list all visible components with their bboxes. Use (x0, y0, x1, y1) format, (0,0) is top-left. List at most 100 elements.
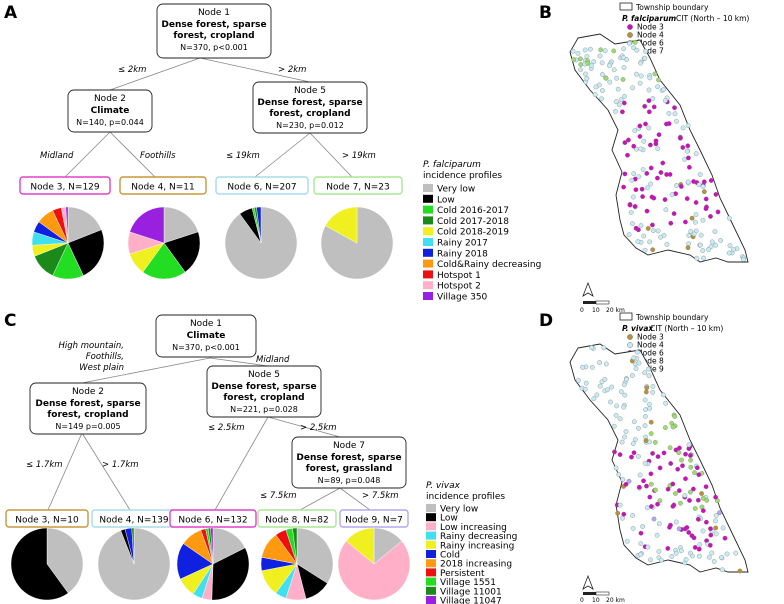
village-point (588, 46, 593, 52)
village-point (664, 242, 670, 247)
c-node7-variable: Dense forest, sparse (296, 453, 401, 463)
village-point (706, 247, 711, 252)
village-point (642, 247, 648, 253)
village-point (733, 550, 739, 556)
village-point (647, 494, 653, 500)
village-point (726, 250, 732, 256)
village-point (672, 414, 678, 419)
village-point (686, 241, 691, 247)
c-node5-title: Node 5 (248, 370, 280, 380)
village-point (630, 373, 635, 378)
legend-label: Rainy 2017 (437, 239, 488, 249)
a-legend-title: incidence profiles (423, 171, 502, 181)
panel-c-edges (47, 357, 371, 511)
village-point (620, 55, 626, 61)
d-north-arrow (582, 574, 594, 590)
village-point (598, 47, 604, 53)
village-point (708, 178, 714, 183)
legend-label: Rainy decreasing (440, 532, 517, 542)
village-point (688, 464, 694, 470)
village-point (684, 525, 690, 530)
map-legend-marker (627, 32, 633, 38)
c-node5-variable: Dense forest, sparse (211, 382, 316, 392)
village-point (656, 132, 662, 138)
pie-slice-low-increasing (337, 540, 411, 601)
village-point (697, 542, 703, 547)
village-point (685, 123, 691, 128)
village-point (629, 177, 635, 183)
village-point (667, 172, 673, 177)
legend-swatch (423, 184, 433, 192)
village-point (694, 465, 700, 471)
village-point (647, 239, 652, 245)
village-point (636, 360, 642, 366)
d-village-points (576, 345, 743, 574)
village-point (630, 526, 636, 531)
b-legend-township: Township boundary (635, 3, 709, 12)
legend-label: Cold 2016-2017 (437, 206, 509, 216)
a-node1-variable: Dense forest, sparse (161, 20, 266, 30)
village-point (592, 92, 598, 97)
village-point (576, 378, 581, 383)
village-point (591, 59, 597, 65)
c-leaf-node8-label: Node 8, N=82 (265, 516, 329, 526)
village-point (652, 440, 658, 445)
village-point (694, 255, 700, 261)
village-point (578, 67, 583, 73)
village-point (660, 160, 666, 166)
village-point (640, 194, 645, 199)
c-node2-title: Node 2 (72, 387, 104, 397)
pie-slice-rainy-increasing (345, 527, 375, 565)
village-point (678, 135, 683, 141)
village-point (644, 208, 650, 214)
village-point (737, 568, 743, 574)
village-point (620, 477, 626, 482)
legend-swatch (426, 596, 436, 604)
village-point (597, 383, 603, 389)
a-legend: P. falciparum incidence profiles Very lo… (423, 160, 541, 303)
village-point (669, 192, 675, 197)
a-edge-le19km: ≤ 19km (226, 151, 260, 161)
village-point (655, 146, 661, 151)
village-point (633, 187, 639, 193)
c-node5-stat: N=221, p=0.028 (230, 405, 298, 414)
village-point (622, 171, 628, 177)
village-point (713, 531, 719, 537)
village-point (616, 102, 622, 108)
village-point (707, 542, 713, 548)
village-point (713, 494, 718, 500)
village-point (698, 242, 703, 248)
c-node2-stat: N=149 p=0.005 (55, 422, 120, 431)
village-point (644, 171, 650, 176)
legend-label: Rainy 2018 (437, 249, 488, 259)
c-leaf-node3 (5, 509, 89, 528)
village-point (661, 87, 666, 92)
village-point (646, 98, 652, 104)
village-point (706, 554, 712, 560)
village-point (647, 406, 653, 411)
legend-swatch (423, 216, 433, 225)
c-leaf-node8 (257, 509, 337, 528)
village-point (696, 553, 702, 559)
village-point (689, 215, 695, 221)
village-point (663, 98, 668, 104)
village-point (690, 553, 695, 559)
c-node2-variable-2: forest, cropland (47, 410, 128, 420)
c-pie-node3 (10, 527, 84, 601)
village-point (650, 96, 656, 101)
village-point (621, 46, 626, 52)
a-pie-node7 (320, 206, 394, 280)
village-point (672, 105, 677, 111)
b-scale-0: 0 (580, 307, 584, 314)
village-point (624, 538, 630, 544)
c-edge-le75km: ≤ 7.5km (260, 491, 297, 501)
d-scale-20: 20 km (606, 597, 625, 604)
legend-label: Low increasing (440, 523, 507, 533)
village-point (670, 424, 676, 430)
village-point (601, 345, 607, 351)
a-edge-gt19km: > 19km (342, 151, 376, 161)
village-point (619, 439, 625, 445)
village-point (686, 442, 692, 448)
a-legend-species: P. falciparum (423, 160, 481, 170)
